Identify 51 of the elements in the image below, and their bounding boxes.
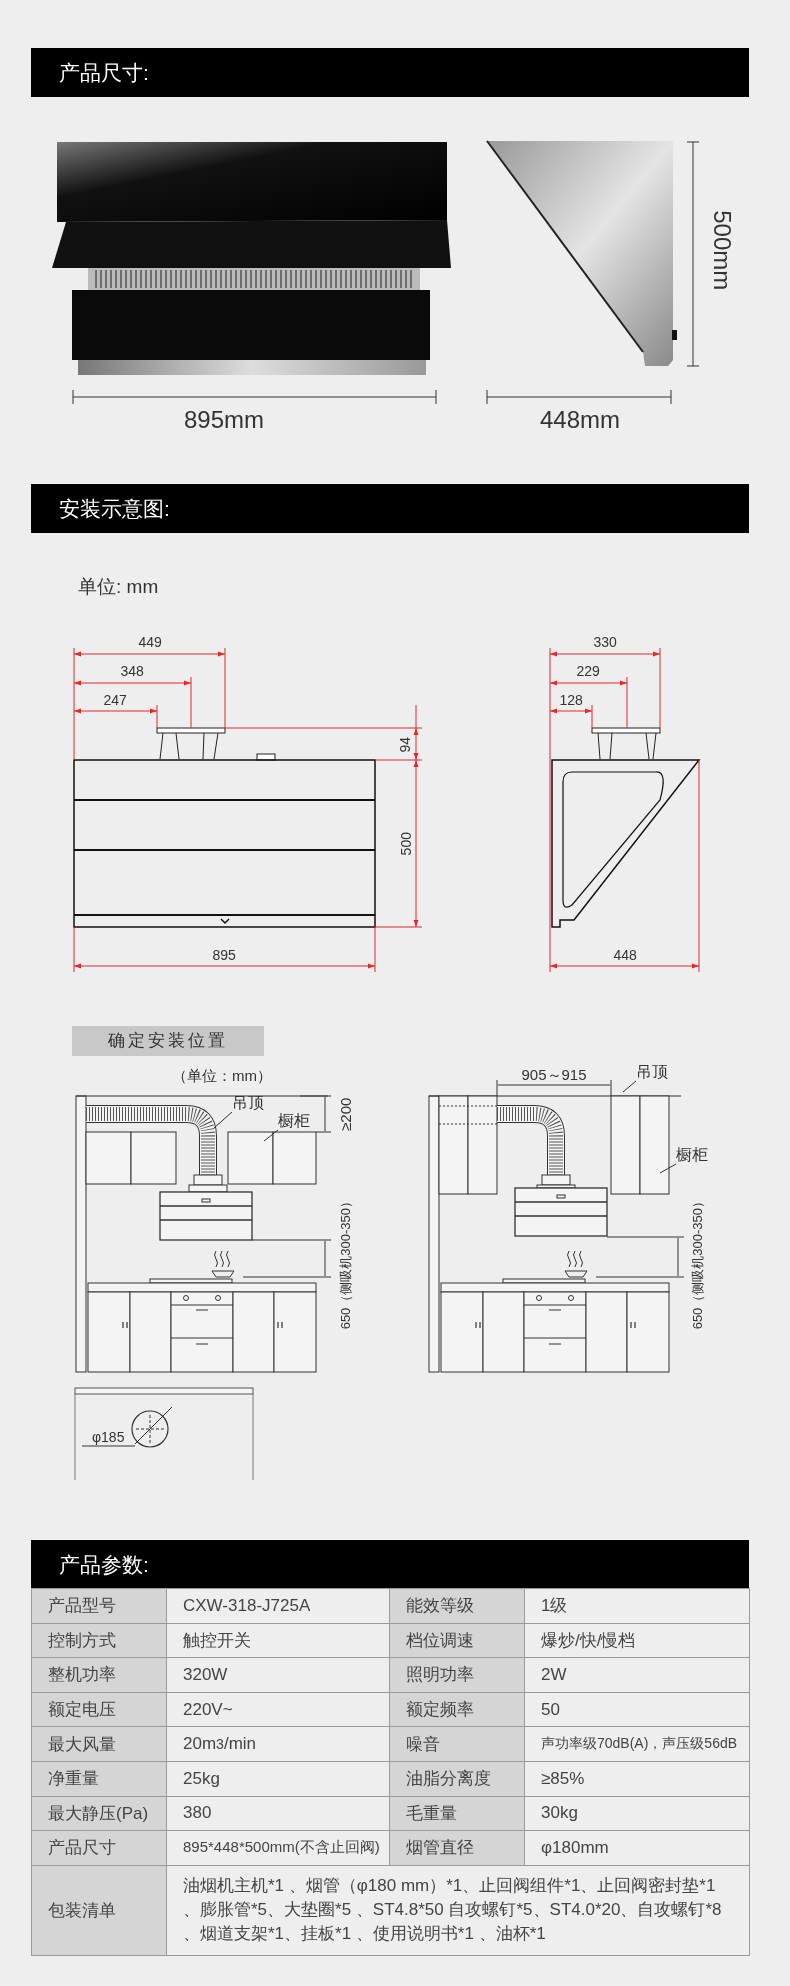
spec-name-cell: 毛重量 [389,1795,525,1832]
spec-value-cell: 油烟机主机*1 、烟管（φ180 mm）*1、止回阀组件*1、止回阀密封垫*1 、膨胀管*5、大垫圈*5 、ST4.8*50 自攻螺钉*5、ST4.0*20、自攻螺钉*8 、烟道支架*1、挂板*1 、使用说明书*1 、油杯*1 [166,1864,750,1956]
callout-text: 橱柜 [278,1112,310,1130]
dimension-text: 229 [576,663,600,679]
dimension-text: 650（侧吸机300-350） [339,1194,354,1330]
callout-text: 吊顶 [636,1063,668,1081]
leader-line [659,1163,677,1174]
spec-name-cell: 包装清单 [31,1864,167,1956]
spec-name-cell: 油脂分离度 [389,1761,525,1797]
dimension-text: 895 [212,947,236,963]
spec-name-cell: 额定频率 [389,1691,525,1728]
callout-text: 吊顶 [232,1094,264,1112]
dimension-text: 500 [398,831,414,855]
spec-name-cell: 控制方式 [31,1622,167,1659]
dimension-text: 905～915 [521,1066,587,1083]
spec-name-cell: 烟管直径 [389,1830,525,1866]
spec-name-cell: 档位调速 [389,1622,525,1659]
dimension-text: ≥200 [337,1097,355,1131]
dimension-text: 500mm [708,210,736,291]
spec-name-cell: 净重量 [31,1761,167,1797]
dimension-text: 94 [398,736,414,752]
spec-name-cell: 产品型号 [31,1588,167,1624]
dimension-text: 247 [103,692,127,708]
section-header: 产品尺寸: [31,48,749,97]
leader-line [263,1129,279,1142]
section-header: 安装示意图: [31,484,749,533]
unit-note: （单位：mm） [172,1067,272,1084]
dimension-text: 128 [559,692,583,708]
spec-value-cell: 1级 [524,1588,750,1624]
spec-name-cell: 最大静压(Pa) [31,1795,167,1832]
dimension-text: 448mm [540,407,621,434]
unit-note: 单位: mm [78,576,159,598]
dimension-text: φ185 [92,1429,125,1445]
spec-name-cell: 整机功率 [31,1657,167,1693]
section-tag: 确定安装位置 [72,1026,264,1056]
dimension-text: 650（侧吸机300-350） [691,1194,706,1330]
spec-name-cell: 能效等级 [389,1588,525,1624]
dimension-text: 449 [138,634,162,650]
leader-line [213,1111,233,1129]
spec-name-cell: 额定电压 [31,1691,167,1728]
spec-name-cell: 最大风量 [31,1726,167,1762]
dimension-text: 895mm [184,407,265,434]
callout-text: 橱柜 [676,1146,708,1164]
leader-line [622,1080,637,1093]
spec-name-cell: 照明功率 [389,1657,525,1693]
dimension-text: 348 [120,663,144,679]
section-header: 产品参数: [31,1540,749,1589]
spec-name-cell: 噪音 [389,1726,525,1762]
spec-name-cell: 产品尺寸 [31,1830,167,1866]
dimension-text: 330 [593,634,617,650]
dimension-text: 448 [613,947,637,963]
